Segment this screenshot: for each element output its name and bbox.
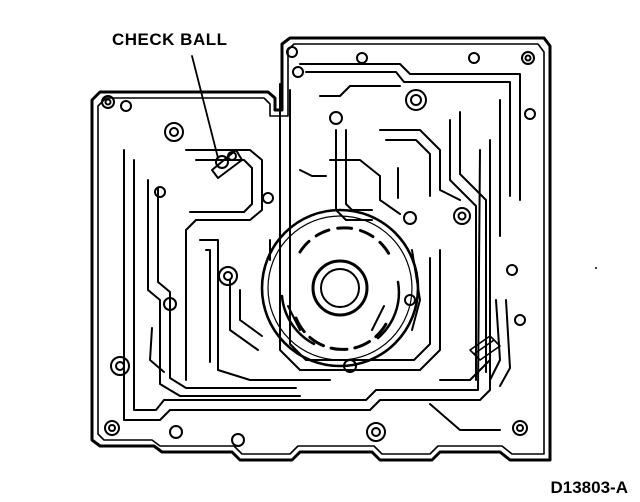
check-ball-label: CHECK BALL xyxy=(112,30,228,49)
mark-dot xyxy=(595,267,597,269)
bolt-holes xyxy=(101,46,536,447)
check-ball xyxy=(211,149,243,179)
fluid-passages xyxy=(123,63,521,431)
accumulator-bore xyxy=(260,208,420,368)
hatched-detail xyxy=(469,335,501,361)
callout-leader xyxy=(191,55,219,159)
figure-id-label: D13803-A xyxy=(550,478,629,497)
gasket-outline-inner xyxy=(97,43,545,455)
gasket-outline xyxy=(90,36,552,462)
